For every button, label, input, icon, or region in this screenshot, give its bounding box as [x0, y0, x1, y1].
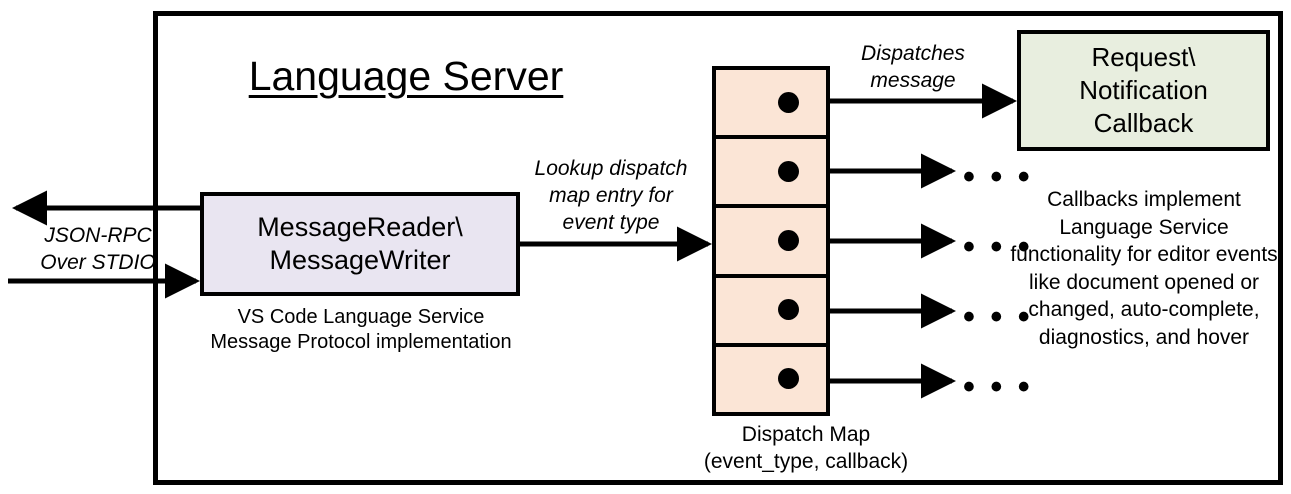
callback-line-1: Request\: [1091, 42, 1196, 72]
dispatch-map-caption: Dispatch Map (event_type, callback): [703, 423, 909, 473]
dispatch-entry-dot-icon: [778, 230, 799, 251]
message-reader-line-1: MessageReader\: [257, 212, 463, 242]
jsonrpc-protocol-label: JSON-RPC Over STDIO: [40, 224, 156, 274]
dispatch-map-table[interactable]: [712, 66, 830, 416]
ellipsis-row-5: • • •: [963, 368, 1033, 406]
dispatch-map-row[interactable]: [716, 278, 826, 347]
callback-caption: Callbacks implement Language Service fun…: [1010, 188, 1278, 349]
dispatch-map-row[interactable]: [716, 347, 826, 412]
dispatch-map-row[interactable]: [716, 139, 826, 209]
dispatch-entry-dot-icon: [778, 160, 799, 182]
dispatch-map-row[interactable]: [716, 208, 826, 278]
dispatches-message-label: Dispatches message: [861, 42, 965, 92]
message-reader-writer-node[interactable]: MessageReader\ MessageWriter: [200, 192, 520, 296]
page-title: Language Server: [248, 53, 564, 99]
dispatch-entry-dot-icon: [778, 299, 799, 321]
dispatch-entry-dot-icon: [778, 91, 799, 113]
lookup-dispatch-label: Lookup dispatch map entry for event type: [534, 157, 688, 234]
message-reader-line-2: MessageWriter: [269, 245, 451, 275]
dispatch-map-row[interactable]: [716, 70, 826, 140]
request-notification-callback-node[interactable]: Request\ Notification Callback: [1017, 30, 1270, 151]
ellipsis-row-2: • • •: [963, 158, 1033, 196]
callback-line-2: Notification: [1079, 75, 1208, 105]
callback-line-3: Callback: [1093, 108, 1194, 138]
message-reader-caption: VS Code Language Service Message Protoco…: [210, 306, 512, 353]
dispatch-entry-dot-icon: [778, 368, 799, 390]
language-server-boundary: [153, 11, 1283, 485]
